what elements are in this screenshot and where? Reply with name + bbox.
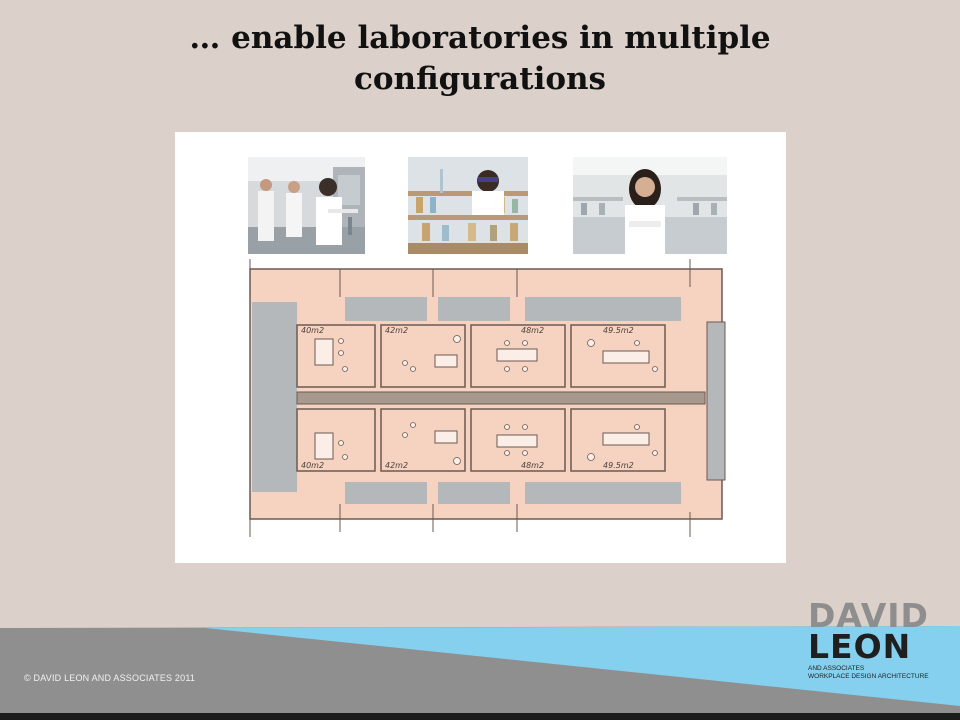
room-area-label: 49.5m2 bbox=[603, 461, 634, 470]
company-logo: DAVID LEON AND ASSOCIATES WORKPLACE DESI… bbox=[808, 596, 958, 695]
lab-researcher-goggles-photo bbox=[408, 157, 528, 254]
room-area-label: 48m2 bbox=[521, 461, 544, 470]
logo-word-david: DAVID bbox=[808, 596, 929, 635]
lab-scientists-photo bbox=[248, 157, 365, 254]
room-area-label: 40m2 bbox=[301, 461, 324, 470]
room-area-label: 40m2 bbox=[301, 326, 324, 335]
footer-band bbox=[0, 626, 960, 720]
room-area-label: 49.5m2 bbox=[603, 326, 634, 335]
room-area-label: 48m2 bbox=[521, 326, 544, 335]
image-panel: 40m2 42m2 48m2 49.5m2 40m2 42m2 48m2 49.… bbox=[175, 132, 786, 563]
copyright-text: © DAVID LEON AND ASSOCIATES 2011 bbox=[24, 673, 196, 683]
lab-scientist-portrait-photo bbox=[573, 157, 727, 254]
logo-word-leon: LEON bbox=[808, 627, 912, 666]
logo-tagline-1: AND ASSOCIATES bbox=[808, 665, 865, 672]
room-area-label: 42m2 bbox=[385, 326, 408, 335]
lab-floor-plan: 40m2 42m2 48m2 49.5m2 40m2 42m2 48m2 49.… bbox=[249, 259, 726, 537]
title-line-2: configurations bbox=[353, 61, 607, 97]
logo-tagline-2: WORKPLACE DESIGN ARCHITECTURE bbox=[808, 673, 929, 680]
slide-title: … enable laboratories in multiple config… bbox=[80, 18, 880, 100]
title-line-1: … enable laboratories in multiple bbox=[189, 20, 771, 56]
room-area-label: 42m2 bbox=[385, 461, 408, 470]
